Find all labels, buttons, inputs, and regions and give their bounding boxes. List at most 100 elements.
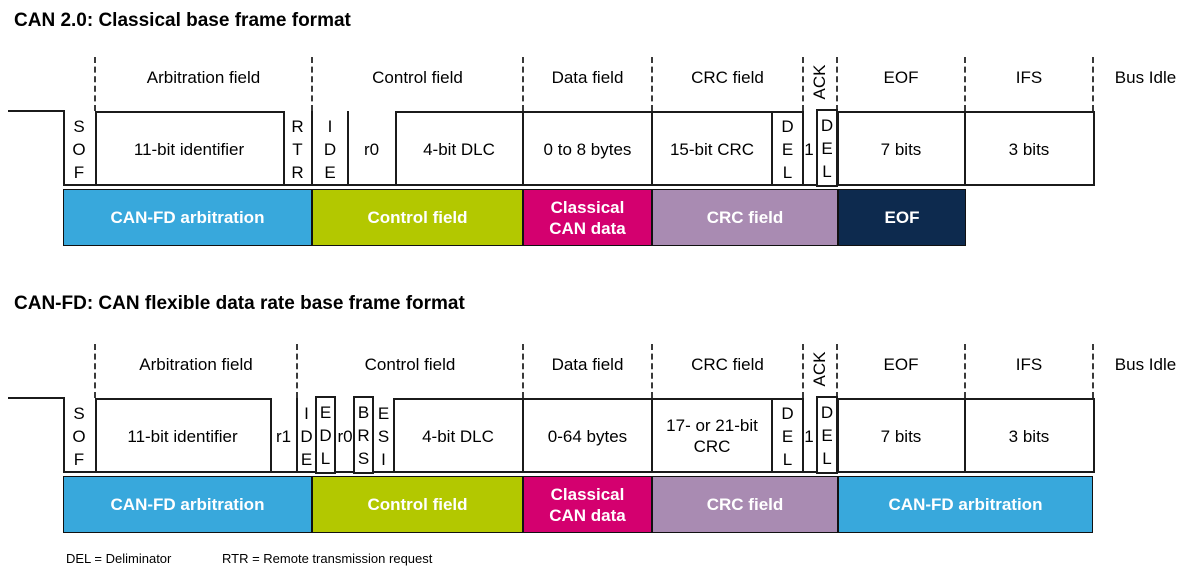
- d1-field-separator: [522, 57, 524, 111]
- d2-box-edge: [771, 398, 773, 473]
- d1-header-ack-rotated: ACK: [810, 64, 829, 100]
- d1-box-edge: [395, 111, 397, 186]
- d2-box-edge: [1093, 398, 1095, 473]
- d2-box-edge: [270, 398, 272, 473]
- d1-box-edge: [283, 111, 285, 186]
- d1-box-edge: [1093, 111, 1095, 186]
- d2-frame-bottom-line: [63, 471, 1095, 473]
- d1-header-crc-field: CRC field: [691, 68, 764, 87]
- d1-cell-r0: r0: [363, 139, 380, 159]
- d1-bar-control: Control field: [312, 189, 523, 246]
- d1-dlc-to-crcdel-top-line: [395, 111, 803, 113]
- d1-field-separator: [651, 57, 653, 111]
- diagram2-title: CAN-FD: CAN flexible data rate base fram…: [14, 293, 465, 314]
- d1-cell-identifier: 11-bit identifier: [133, 139, 245, 159]
- d1-box-edge: [522, 111, 524, 186]
- d1-eof-ifs-top-line: [837, 111, 1095, 113]
- d2-eof-ifs-top-line: [837, 398, 1095, 400]
- d1-bar-arbitration: CAN-FD arbitration: [63, 189, 312, 246]
- d1-field-separator: [802, 57, 804, 111]
- d2-bar-eof-ifs: CAN-FD arbitration: [838, 476, 1093, 533]
- legend-del: DEL = Deliminator: [66, 551, 172, 566]
- d2-sof-drop-line: [63, 397, 65, 473]
- d2-header-ifs: IFS: [1015, 355, 1043, 374]
- d2-box-edge: [95, 398, 97, 473]
- d1-header-data-field: Data field: [551, 68, 624, 87]
- d2-cell-ack-slot: 1: [804, 426, 814, 446]
- d2-box-edge: [522, 398, 524, 473]
- d2-cell-crc: 17- or 21-bit CRC: [666, 416, 758, 456]
- d1-header-arbitration-field: Arbitration field: [146, 68, 261, 87]
- d1-field-separator: [311, 57, 313, 111]
- d1-box-edge: [771, 111, 773, 186]
- d1-header-eof: EOF: [883, 68, 919, 87]
- d1-field-separator: [94, 57, 96, 111]
- d2-field-separator: [802, 344, 804, 398]
- d2-field-separator: [651, 344, 653, 398]
- d2-bar-control: Control field: [312, 476, 523, 533]
- d1-identifier-top-line: [95, 111, 285, 113]
- d1-cell-ifs: 3 bits: [1008, 139, 1050, 159]
- d2-cell-ifs: 3 bits: [1008, 426, 1050, 446]
- d1-cell-ack-slot: 1: [804, 139, 814, 159]
- d2-dlc-to-crcdel-top-line: [393, 398, 803, 400]
- diagram1-title: CAN 2.0: Classical base frame format: [14, 10, 351, 31]
- d1-header-bus-idle: Bus Idle: [1114, 68, 1177, 87]
- legend-rtr: RTR = Remote transmission request: [222, 551, 433, 566]
- d2-cell-dlc: 4-bit DLC: [422, 426, 494, 446]
- d1-field-separator: [964, 57, 966, 111]
- d2-field-separator: [94, 344, 96, 398]
- d2-box-edge: [296, 398, 298, 473]
- d1-box-edge: [964, 111, 966, 186]
- d2-header-bus-idle: Bus Idle: [1114, 355, 1177, 374]
- d1-bus-idle-lead-in-line: [8, 110, 64, 112]
- d1-sof-drop-line: [63, 110, 65, 186]
- d2-header-data-field: Data field: [551, 355, 624, 374]
- d1-cell-data: 0 to 8 bytes: [543, 139, 632, 159]
- d2-cell-data: 0-64 bytes: [547, 426, 628, 446]
- d2-field-separator: [1092, 344, 1094, 398]
- d1-frame-bottom-line: [63, 184, 1095, 186]
- d2-cell-identifier: 11-bit identifier: [127, 426, 238, 446]
- d2-cell-r1: r1: [275, 426, 292, 446]
- d2-header-arbitration-field: Arbitration field: [139, 355, 253, 374]
- d2-bar-data: Classical CAN data: [523, 476, 652, 533]
- d1-cell-crc: 15-bit CRC: [669, 139, 755, 159]
- d1-box-edge: [347, 111, 349, 186]
- d1-field-separator: [1092, 57, 1094, 111]
- d1-bar-data: Classical CAN data: [523, 189, 652, 246]
- d1-box-edge: [95, 111, 97, 186]
- d2-box-edge: [651, 398, 653, 473]
- d1-header-ifs: IFS: [1015, 68, 1043, 87]
- d2-box-edge: [964, 398, 966, 473]
- d2-bus-idle-lead-in-line: [8, 397, 64, 399]
- d1-box-edge: [651, 111, 653, 186]
- d1-cell-eof: 7 bits: [880, 139, 922, 159]
- d2-bar-arbitration: CAN-FD arbitration: [63, 476, 312, 533]
- d1-header-control-field: Control field: [372, 68, 463, 87]
- d2-field-separator: [296, 344, 298, 398]
- d2-box-edge: [802, 398, 804, 473]
- d2-identifier-top-line: [95, 398, 272, 400]
- d1-bar-eof: EOF: [838, 189, 966, 246]
- d2-box-edge: [837, 398, 839, 473]
- d2-field-separator: [836, 344, 838, 398]
- d1-box-edge: [802, 111, 804, 186]
- d2-header-control-field: Control field: [364, 355, 456, 374]
- d2-bar-crc: CRC field: [652, 476, 838, 533]
- d2-header-ack-rotated: ACK: [810, 351, 829, 387]
- d2-cell-eof: 7 bits: [880, 426, 922, 446]
- d2-header-crc-field: CRC field: [691, 355, 764, 374]
- d1-box-edge: [837, 111, 839, 186]
- d2-cell-r0: r0: [337, 426, 353, 446]
